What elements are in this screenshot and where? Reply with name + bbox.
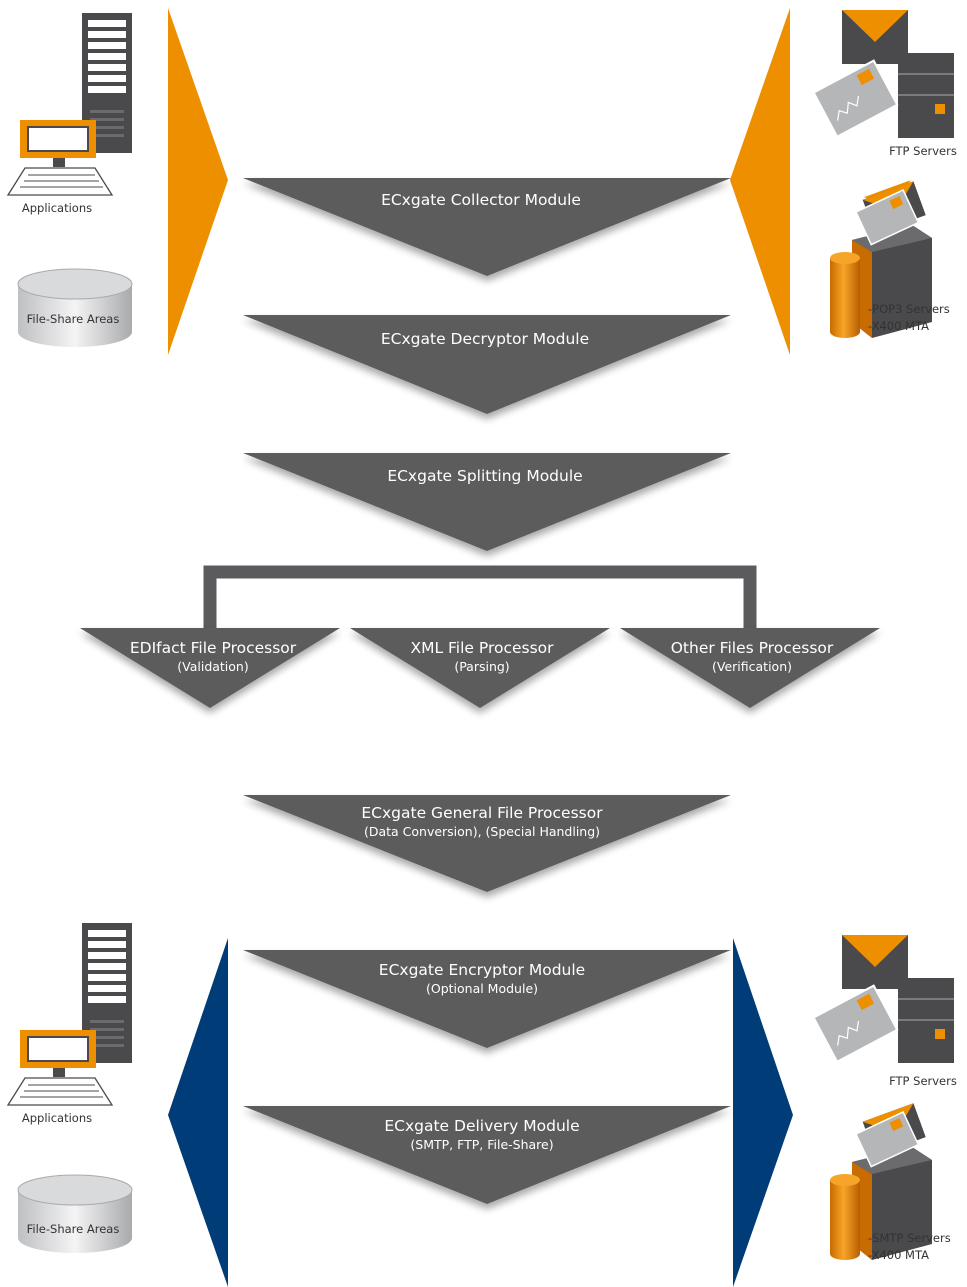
- other-module: [620, 628, 880, 708]
- encryptor-module: [243, 950, 731, 1048]
- left-bottom-file-share-label: File-Share Areas: [27, 1222, 120, 1236]
- right-top-mail-line1: -POP3 Servers: [868, 302, 950, 316]
- delivery-module: [243, 1106, 731, 1204]
- general-subtitle: (Data Conversion), (Special Handling): [364, 824, 600, 839]
- decryptor-module: [243, 315, 731, 414]
- inbound-arrow-right: [730, 8, 790, 355]
- other-title: Other Files Processor: [671, 639, 834, 657]
- left-top-file-share-label: File-Share Areas: [27, 312, 120, 326]
- general-title: ECxgate General File Processor: [361, 804, 603, 822]
- splitter-bracket: [203, 565, 757, 633]
- collector-module: [243, 178, 731, 276]
- right-bottom-mail-line1: -SMTP Servers: [868, 1231, 951, 1245]
- other-subtitle: (Verification): [712, 659, 792, 674]
- storage-drum-icon: [17, 268, 133, 347]
- xml-subtitle: (Parsing): [454, 659, 509, 674]
- decryptor-title: ECxgate Decryptor Module: [381, 330, 589, 348]
- left-bottom-applications-label: Applications: [22, 1111, 92, 1125]
- computer-icon: [6, 923, 132, 1106]
- xml-module: [350, 628, 610, 708]
- left-top-applications-label: Applications: [22, 201, 92, 215]
- right-bottom-ftp-label: FTP Servers: [889, 1074, 957, 1088]
- encryptor-title: ECxgate Encryptor Module: [379, 961, 585, 979]
- xml-title: XML File Processor: [410, 639, 554, 657]
- general-module: [243, 795, 731, 892]
- delivery-subtitle: (SMTP, FTP, File-Share): [410, 1137, 553, 1152]
- edifact-module: [80, 628, 340, 708]
- right-top-mail-line2: -X400 MTA: [868, 319, 929, 333]
- computer-icon: [6, 13, 132, 196]
- mailbox-icon: [830, 180, 932, 338]
- collector-title: ECxgate Collector Module: [381, 191, 581, 209]
- storage-drum-icon: [17, 1174, 133, 1253]
- mailbox-icon: [830, 1103, 932, 1260]
- outbound-arrow-left: [168, 938, 228, 1287]
- right-bottom-mail-line2: -X400 MTA: [868, 1248, 929, 1262]
- delivery-title: ECxgate Delivery Module: [384, 1117, 579, 1135]
- encryptor-subtitle: (Optional Module): [426, 981, 538, 996]
- mail-server-icon: [812, 935, 954, 1064]
- splitting-module: [243, 453, 731, 551]
- edifact-title: EDIfact File Processor: [130, 639, 297, 657]
- inbound-arrow-left: [168, 8, 228, 355]
- mail-server-icon: [812, 10, 954, 139]
- edifact-subtitle: (Validation): [177, 659, 248, 674]
- right-top-ftp-label: FTP Servers: [889, 144, 957, 158]
- outbound-arrow-right: [733, 938, 793, 1287]
- splitting-title: ECxgate Splitting Module: [387, 467, 582, 485]
